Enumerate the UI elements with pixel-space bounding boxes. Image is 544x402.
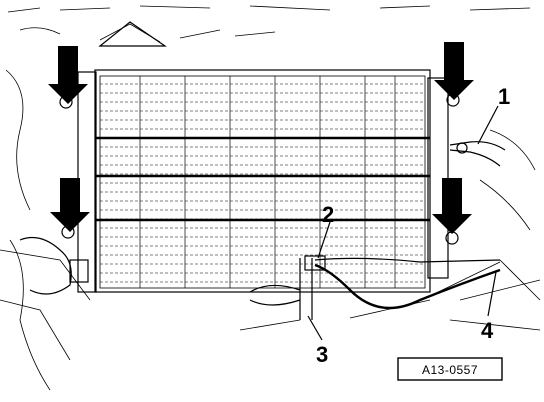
- fastener-arrows: [48, 42, 474, 234]
- figure-id-label: A13-0557: [422, 363, 478, 377]
- arrow-top-right: [434, 42, 474, 100]
- callout-2: 2: [322, 202, 334, 227]
- refrigerant-lines: [249, 141, 506, 320]
- callout-leaders: [307, 105, 499, 341]
- callout-1: 1: [498, 84, 510, 109]
- figure-id-box: A13-0557: [397, 357, 503, 381]
- core-fin-rows: [100, 83, 425, 283]
- arrow-bottom-left: [50, 178, 90, 232]
- condenser-core: [94, 69, 431, 293]
- callout-4: 4: [481, 318, 494, 343]
- arrow-bottom-right: [432, 178, 472, 234]
- arrow-top-left: [48, 46, 88, 104]
- surrounding-structure: [0, 5, 541, 391]
- callout-3: 3: [316, 342, 328, 367]
- core-tube-columns: [139, 76, 396, 288]
- side-tanks: [59, 71, 460, 293]
